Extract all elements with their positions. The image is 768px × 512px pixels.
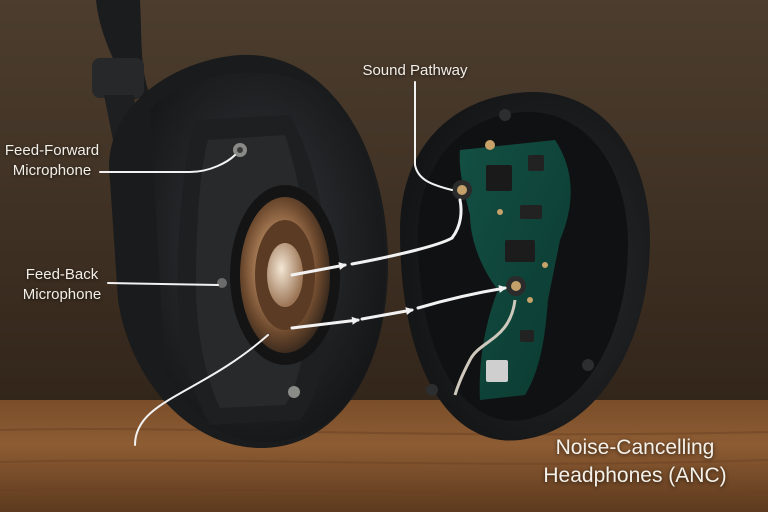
annotation-lines <box>99 81 507 446</box>
sound-arrow-upper <box>290 262 347 277</box>
feed-back-leader <box>107 282 219 286</box>
feed-forward-mic-icon <box>233 143 247 157</box>
sound-arrow-lower-3 <box>416 285 507 310</box>
sound-pathway-leader <box>414 81 453 191</box>
anc-title: Noise-Cancelling Headphones (ANC) <box>535 434 735 490</box>
speaker-driver-icon <box>230 185 340 365</box>
wood-grain <box>0 427 768 495</box>
pcb-mic-bottom-icon <box>506 276 526 296</box>
circuit-board-icon <box>459 140 571 400</box>
sound-pathway-label: Sound Pathway <box>362 62 468 79</box>
bottom-leader <box>134 334 269 446</box>
feed-back-label-line2: Microphone <box>22 286 102 303</box>
internal-wire-icon <box>453 299 517 396</box>
headband-slider-icon <box>92 58 144 98</box>
feed-back-label: Feed-Back Microphone <box>10 265 114 305</box>
feed-forward-label-line2: Microphone <box>12 162 92 179</box>
sound-arrow-lower <box>290 316 360 330</box>
sound-arrow-lower-2 <box>360 307 414 321</box>
screw-icon <box>288 386 300 398</box>
feed-back-label-line1: Feed-Back <box>25 266 99 283</box>
sound-arrow-upper-3 <box>450 198 463 240</box>
feed-back-mic-icon <box>217 278 227 288</box>
pcb-mic-top-icon <box>452 180 472 200</box>
anc-title-line2: Headphones (ANC) <box>543 464 727 487</box>
feed-forward-label: Feed-Forward Microphone <box>0 141 104 181</box>
sound-arrow-upper-2 <box>350 236 454 266</box>
feed-forward-leader <box>99 154 236 173</box>
anc-title-line1: Noise-Cancelling <box>555 436 715 459</box>
feed-forward-label-line1: Feed-Forward <box>4 142 100 159</box>
